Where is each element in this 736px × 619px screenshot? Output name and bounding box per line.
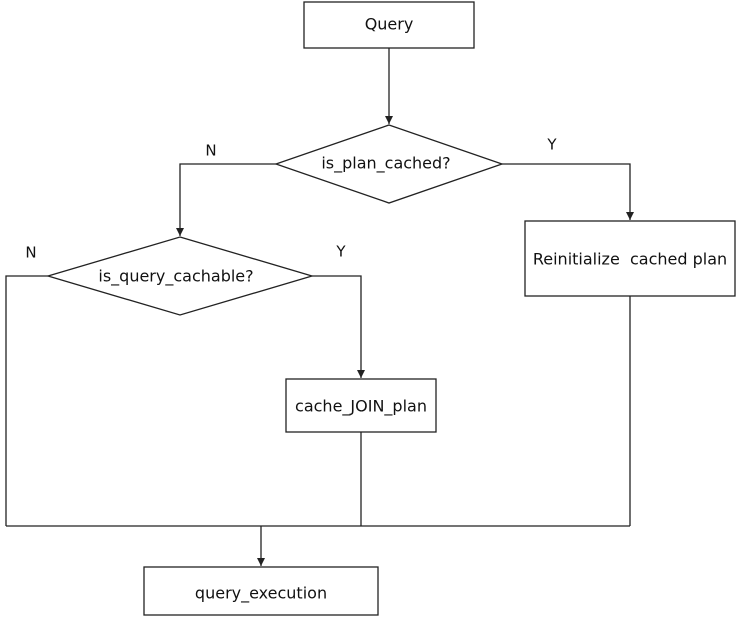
is-plan-cached-diamond	[274, 124, 504, 204]
node-query-execution: query_execution	[143, 566, 379, 616]
query-execution-box	[143, 566, 379, 616]
cache-join-plan-box	[285, 378, 437, 433]
node-reinitialize: Reinitialize cached plan	[524, 220, 736, 297]
node-is-query-cachable: is_query_cachable?	[45, 236, 315, 316]
query-label: Query	[365, 15, 414, 34]
is-plan-cached-label: is_plan_cached?	[321, 154, 450, 174]
cache-join-plan-label: cache_JOIN_plan	[295, 397, 427, 417]
edge-plan-cached-no	[176, 163, 276, 236]
query-cachable-no-label: N	[25, 244, 36, 262]
edge-query-cachable-yes	[312, 275, 365, 378]
is-query-cachable-diamond	[45, 236, 315, 316]
query-cachable-yes-label: Y	[335, 243, 346, 261]
query-box	[303, 1, 475, 49]
reinitialize-box	[524, 220, 736, 297]
node-query: Query	[303, 1, 475, 49]
node-cache-join-plan: cache_JOIN_plan	[285, 378, 437, 433]
node-is-plan-cached: is_plan_cached?	[274, 124, 504, 204]
reinitialize-label: Reinitialize cached plan	[533, 250, 727, 269]
edges	[5, 48, 634, 566]
is-query-cachable-label: is_query_cachable?	[98, 267, 253, 287]
query-execution-label: query_execution	[195, 584, 327, 604]
plan-cached-no-label: N	[205, 142, 216, 160]
edge-plan-cached-yes	[502, 163, 634, 220]
edge-query-cachable-no	[5, 275, 48, 526]
plan-cached-yes-label: Y	[546, 136, 557, 154]
